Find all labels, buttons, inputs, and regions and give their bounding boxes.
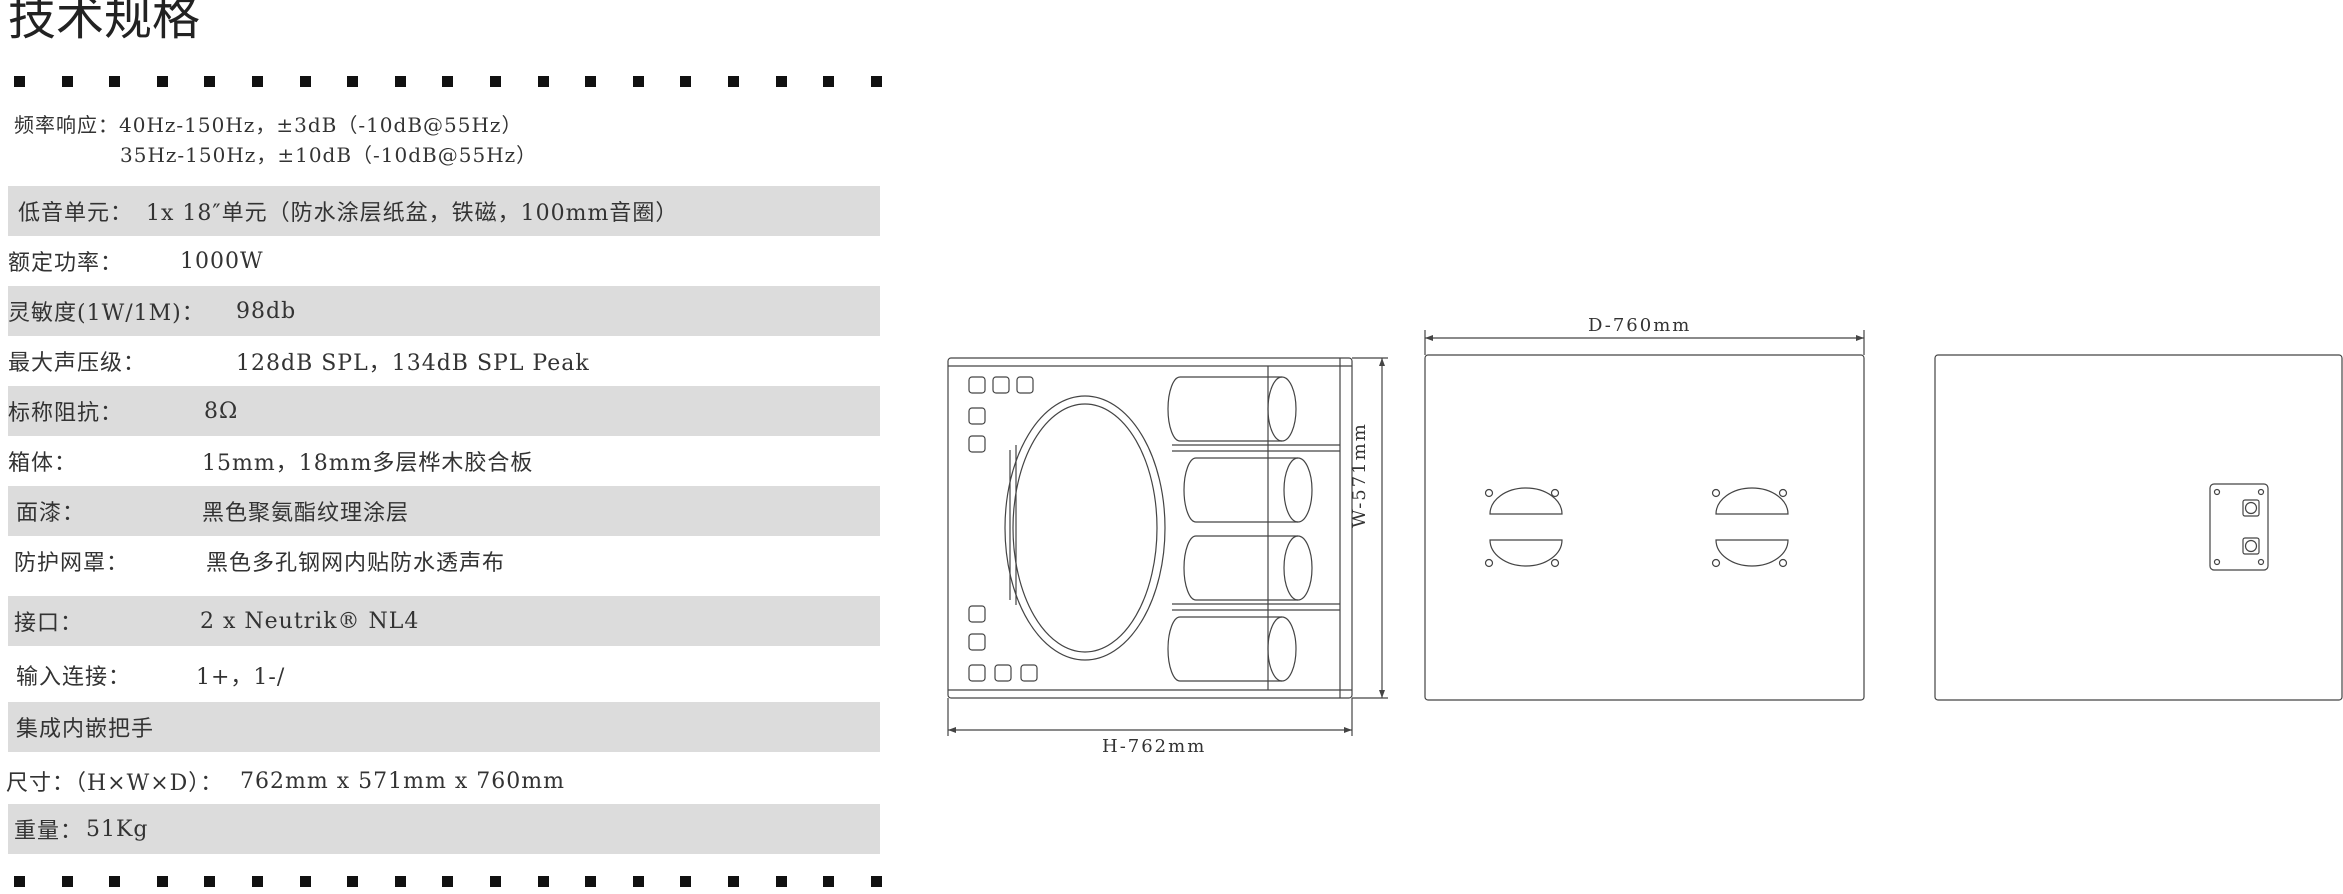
- spec-value: 762mm x 571mm x 760mm: [240, 768, 565, 794]
- freq-response-spec: 频率响应：40Hz-150Hz，±3dB（-10dB@55Hz） 35Hz-15…: [14, 110, 537, 170]
- rear-view-drawing: [1935, 355, 2342, 700]
- depth-dimension-label: D-760mm: [1588, 315, 1692, 336]
- spec-value: 1000W: [180, 248, 264, 274]
- spec-label: 标称阻抗：: [8, 401, 124, 426]
- divider-dot: [632, 76, 644, 87]
- divider-dot: [823, 876, 835, 887]
- divider-dot: [109, 76, 121, 87]
- freq-response-value-1: 40Hz-150Hz，±3dB（-10dB@55Hz）: [119, 113, 523, 137]
- divider-dot: [299, 76, 311, 87]
- divider-dot: [252, 876, 263, 887]
- divider-dot: [14, 76, 25, 87]
- divider-dot: [680, 876, 692, 887]
- spec-label: 防护网罩：: [14, 551, 130, 576]
- spec-label: 重量：: [14, 819, 84, 844]
- divider-dot: [680, 76, 692, 87]
- divider-dot: [490, 876, 501, 887]
- divider-dot: [442, 876, 454, 887]
- front-small-squares: [969, 377, 1037, 681]
- divider-dot: [156, 876, 168, 887]
- divider-dot: [632, 876, 644, 887]
- spec-row-connector: 接口： 2 x Neutrik® NL4: [8, 596, 880, 646]
- front-view-drawing: [948, 358, 1388, 736]
- spec-row-enclosure: 箱体： 15mm，18mm多层桦木胶合板: [8, 436, 880, 486]
- divider-dot: [585, 76, 597, 87]
- divider-dot: [299, 876, 311, 887]
- spec-row-power: 额定功率： 1000W: [8, 236, 880, 286]
- divider-dot: [347, 876, 359, 887]
- freq-response-label: 频率响应：: [14, 113, 119, 137]
- spec-value: 51Kg: [86, 816, 149, 842]
- divider-dot: [728, 76, 739, 87]
- divider-dot: [156, 76, 168, 87]
- spec-label: 输入连接：: [16, 665, 132, 690]
- spec-label: 接口：: [14, 611, 84, 636]
- divider-dot: [347, 76, 359, 87]
- spec-value: 2 x Neutrik® NL4: [200, 608, 420, 634]
- height-dimension-label: H-762mm: [1102, 736, 1207, 757]
- spec-row-weight: 重量： 51Kg: [8, 804, 880, 854]
- divider-dot: [823, 76, 835, 87]
- divider-dot: [728, 876, 739, 887]
- divider-dot: [870, 76, 882, 87]
- spec-value: 98db: [236, 298, 297, 324]
- divider-dot: [204, 876, 216, 887]
- divider-dot: [109, 876, 121, 887]
- woofer-outer-ring: [1005, 396, 1165, 660]
- divider-dot: [775, 76, 787, 87]
- divider-dot: [252, 76, 263, 87]
- spec-label: 灵敏度(1W/1M)：: [8, 301, 205, 326]
- divider-dot: [537, 76, 549, 87]
- divider-dot: [775, 876, 787, 887]
- spec-row-handles: 集成内嵌把手: [8, 702, 880, 752]
- dotted-divider-bottom: [14, 876, 884, 888]
- freq-response-value-2: 35Hz-150Hz，±10dB（-10dB@55Hz）: [120, 143, 538, 167]
- spec-value: 1+，1-/: [196, 665, 286, 690]
- divider-dot: [585, 876, 597, 887]
- spec-label: 集成内嵌把手: [16, 717, 155, 742]
- spec-label: 尺寸：（H×W×D）：: [6, 771, 224, 796]
- width-dimension-label: W-571mm: [1349, 422, 1370, 528]
- spec-row-sensitivity: 灵敏度(1W/1M)： 98db: [8, 286, 880, 336]
- spec-row-grille: 防护网罩： 黑色多孔钢网内贴防水透声布: [8, 536, 880, 586]
- nl4-connector-icon: [2243, 500, 2259, 516]
- divider-dot: [14, 876, 25, 887]
- spec-label: 低音单元：: [18, 201, 134, 226]
- spec-row-input: 输入连接： 1+，1-/: [8, 650, 880, 700]
- spec-row-woofer: 低音单元： 1x 18″单元（防水涂层纸盆，铁磁，100mm音圈）: [8, 186, 880, 236]
- spec-value: 128dB SPL，134dB SPL Peak: [236, 351, 590, 376]
- spec-value: 8Ω: [204, 398, 239, 424]
- spec-value: 黑色多孔钢网内贴防水透声布: [206, 551, 506, 576]
- spec-value: 15mm，18mm多层桦木胶合板: [202, 451, 534, 476]
- spec-row-dimensions: 尺寸：（H×W×D）： 762mm x 571mm x 760mm: [6, 756, 878, 806]
- spec-row-finish: 面漆： 黑色聚氨酯纹理涂层: [8, 486, 880, 536]
- dotted-divider-top: [14, 76, 884, 88]
- divider-dot: [394, 76, 406, 87]
- spec-value: 1x 18″单元（防水涂层纸盆，铁磁，100mm音圈）: [146, 201, 679, 226]
- connector-plate: [2210, 484, 2268, 570]
- spec-label: 箱体：: [8, 451, 78, 476]
- spec-label: 最大声压级：: [8, 351, 147, 376]
- divider-dot: [394, 876, 406, 887]
- spec-value: 黑色聚氨酯纹理涂层: [202, 501, 410, 526]
- divider-dot: [442, 76, 454, 87]
- woofer-inner-ring: [1013, 404, 1157, 652]
- side-handles: [1486, 488, 1789, 567]
- nl4-connector-icon: [2243, 538, 2259, 554]
- side-view-drawing: [1425, 330, 1864, 700]
- divider-dot: [61, 76, 73, 87]
- divider-dot: [870, 876, 882, 887]
- divider-dot: [204, 76, 216, 87]
- spec-label: 面漆：: [16, 501, 86, 526]
- spec-row-max-spl: 最大声压级： 128dB SPL，134dB SPL Peak: [8, 336, 880, 386]
- spec-row-impedance: 标称阻抗： 8Ω: [8, 386, 880, 436]
- bass-port-tubes: [1168, 377, 1340, 681]
- divider-dot: [490, 76, 501, 87]
- divider-dot: [61, 876, 73, 887]
- spec-label: 额定功率：: [8, 251, 124, 276]
- page-title: 技术规格: [8, 0, 201, 46]
- divider-dot: [537, 876, 549, 887]
